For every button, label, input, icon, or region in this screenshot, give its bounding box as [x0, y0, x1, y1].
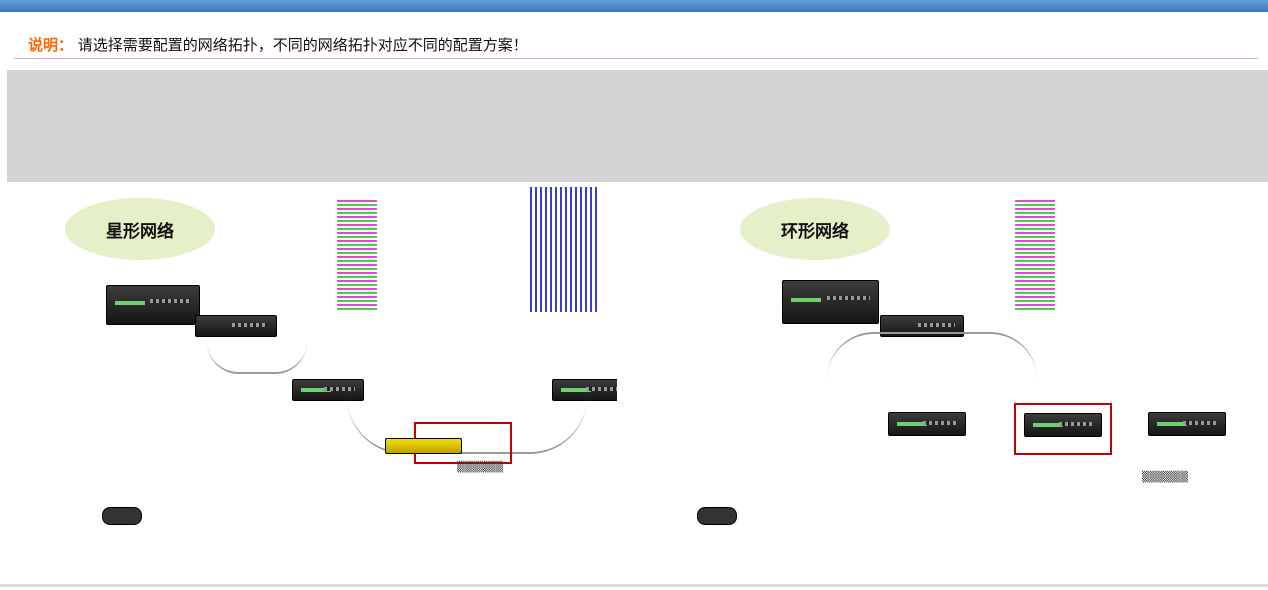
image-artifact-stripes: [530, 187, 600, 312]
top-header-bar: [0, 0, 1268, 12]
ring-link-line: [827, 332, 1037, 379]
image-artifact-stripes: [1015, 200, 1055, 310]
topology-title-ring: 环形网络: [740, 198, 890, 260]
topology-option-ring[interactable]: 环形网络 ▒▒▒▒▒▒: [622, 182, 1268, 587]
switch-icon: [1148, 412, 1226, 436]
terminal-icon: [102, 507, 142, 525]
image-artifact-stripes: [337, 200, 377, 310]
divider: [14, 58, 1258, 59]
switch-icon: [292, 379, 364, 401]
image-loading-band: [7, 70, 1268, 182]
switch-icon: [880, 315, 964, 337]
topology-title-star-text: 星形网络: [106, 221, 174, 242]
footer-divider: [0, 584, 1268, 587]
topology-title-ring-text: 环形网络: [781, 221, 849, 242]
instruction-note: 说明： 请选择需要配置的网络拓扑，不同的网络拓扑对应不同的配置方案！: [28, 34, 528, 58]
core-switch-icon: [106, 285, 200, 325]
core-switch-icon: [782, 280, 879, 324]
terminal-icon: [697, 507, 737, 525]
link-line: [207, 342, 307, 374]
switch-icon: [888, 412, 966, 436]
switch-icon: [1024, 413, 1102, 437]
ring-link-line: [347, 397, 587, 454]
selected-device-highlight: [1014, 403, 1112, 455]
note-text: 请选择需要配置的网络拓扑，不同的网络拓扑对应不同的配置方案！: [77, 36, 528, 54]
switch-icon: [195, 315, 277, 337]
image-artifact-text: ▒▒▒▒▒▒: [1142, 472, 1189, 483]
device-icon: [385, 438, 462, 454]
topology-option-star[interactable]: 星形网络 ▒▒▒▒▒▒: [7, 182, 617, 587]
topology-title-star: 星形网络: [65, 198, 215, 260]
note-label: 说明：: [28, 36, 74, 54]
image-artifact-text: ▒▒▒▒▒▒: [457, 462, 504, 473]
